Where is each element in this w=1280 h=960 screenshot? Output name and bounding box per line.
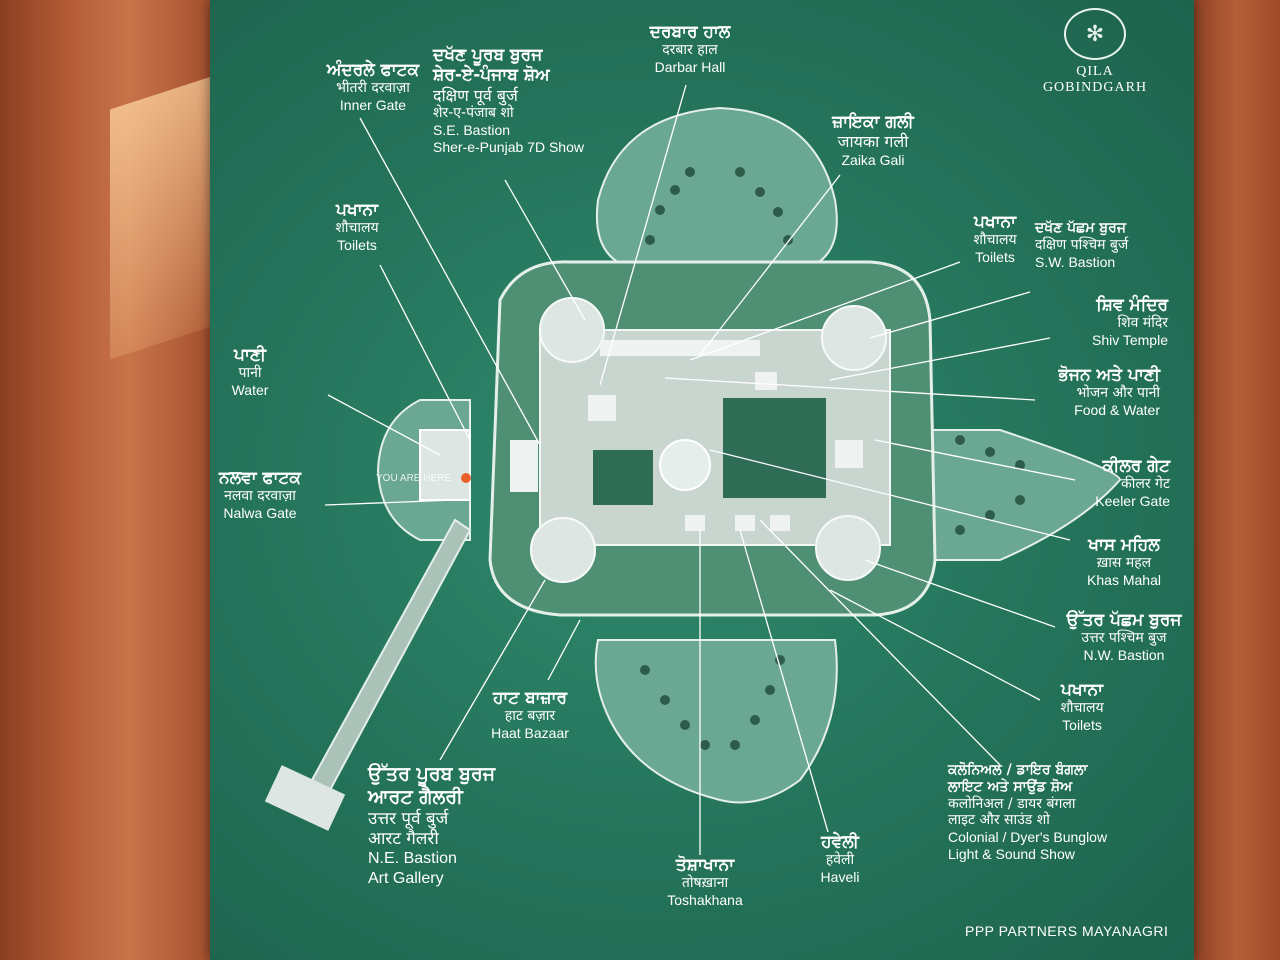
bastion-sw [821,305,887,371]
label-haat-bazaar: ਹਾਟ ਬਾਜ਼ਾਰ हाट बज़ार Haat Bazaar [491,688,569,742]
khas-mahal-dome [659,439,711,491]
qila-gobindgarh-logo: ✻ QILA GOBINDGARH [1040,8,1150,96]
label-ne-bastion: ਉੱਤਰ ਪੂਰਬ ਬੁਰਜ ਆਰਟ ਗੈਲਰੀ उत्तर पूर्व बुर… [368,763,496,887]
label-toilets-bottom: ਪਖਾਨਾ शौचालय Toilets [1060,680,1104,734]
label-water: ਪਾਣੀ पानी Water [231,345,269,399]
logo-line2: GOBINDGARH [1042,80,1148,95]
fort-buildings [510,340,863,531]
moat-north [596,106,838,271]
label-darbar-hall: ਦਰਬਾਰ ਹਾਲ दरबार हाल Darbar Hall [649,22,731,76]
label-shiv-temple: ਸ਼ਿਵ ਮੰਦਿਰ शिव मंदिर Shiv Temple [1091,295,1168,349]
label-haveli: ਹਵੇਲੀ हवेली Haveli [820,832,860,886]
heritage-emblem-icon: ✻ [1064,8,1126,60]
label-toilets-right: ਪਖਾਨਾ शौचालय Toilets [973,212,1017,266]
you-are-here-marker [461,473,471,483]
moat-south [594,639,838,804]
bridge-end-platform [264,765,346,831]
label-khas-mahal: ਖਾਸ ਮਹਿਲ ख़ास महल Khas Mahal [1087,535,1161,589]
credit-text: PPP PARTNERS MAYANAGRI [965,923,1169,939]
label-keeler-gate: ਕੀਲਰ ਗੇਟ कीलर गेट Keeler Gate [1095,456,1170,510]
bastion-ne [530,517,596,583]
brick-wall-right [1192,0,1280,960]
label-toshakhana: ਤੋਸ਼ਾਖਾਨਾ तोषख़ाना Toshakhana [667,855,743,909]
garden-east [723,398,826,498]
label-toilets-left: ਪਖਾਨਾ शौचालय Toilets [335,200,379,254]
label-food-water: ਭੋਜਨ ਅਤੇ ਪਾਣੀ भोजन और पानी Food & Water [1058,365,1161,419]
logo-line1: QILA [1076,64,1114,79]
label-sw-bastion: ਦਖੱਣ ਪੱਛਮ ਬੁਰਜ दक्षिण पश्चिम बुर्ज S.W. … [1035,220,1129,270]
label-se-bastion: ਦਖੱਣ ਪੂਰਬ ਬੁਰਜ ਸ਼ੇਰ-ਏ-ਪੰਜਾਬ ਸ਼ੋਅ दक्षिण … [433,45,584,155]
label-nalwa-gate: ਨਲਵਾ ਫਾਟਕ नलवा दरवाज़ा Nalwa Gate [219,468,301,522]
leader-lines [324,84,1076,855]
bastion-nw [815,515,881,581]
label-colonial-bungalow: ਕਲੋਨਿਅਲ / ਡਾਇਰ ਬੰਗਲਾ ਲਾਇਟ ਅਤੇ ਸਾਉਂਡ ਸ਼ੋਅ… [948,762,1108,862]
label-nw-bastion: ਉੱਤਰ ਪੱਛਮ ਬੁਰਜ उत्तर पश्चिम बुज N.W. Bas… [1066,610,1182,664]
label-zaika-gali: ਜ਼ਾਇਕਾ ਗਲੀ जायका गली Zaika Gali [832,112,914,168]
you-are-here-text: YOU ARE HERE [376,473,452,484]
bastion-se [539,297,605,363]
nalwa-gate-structure [419,429,471,501]
moat-east [929,429,1122,561]
label-inner-gate: ਅੰਦਰਲੇ ਫਾਟਕ भीतरी दरवाज़ा Inner Gate [326,60,420,114]
garden-west [593,450,653,505]
